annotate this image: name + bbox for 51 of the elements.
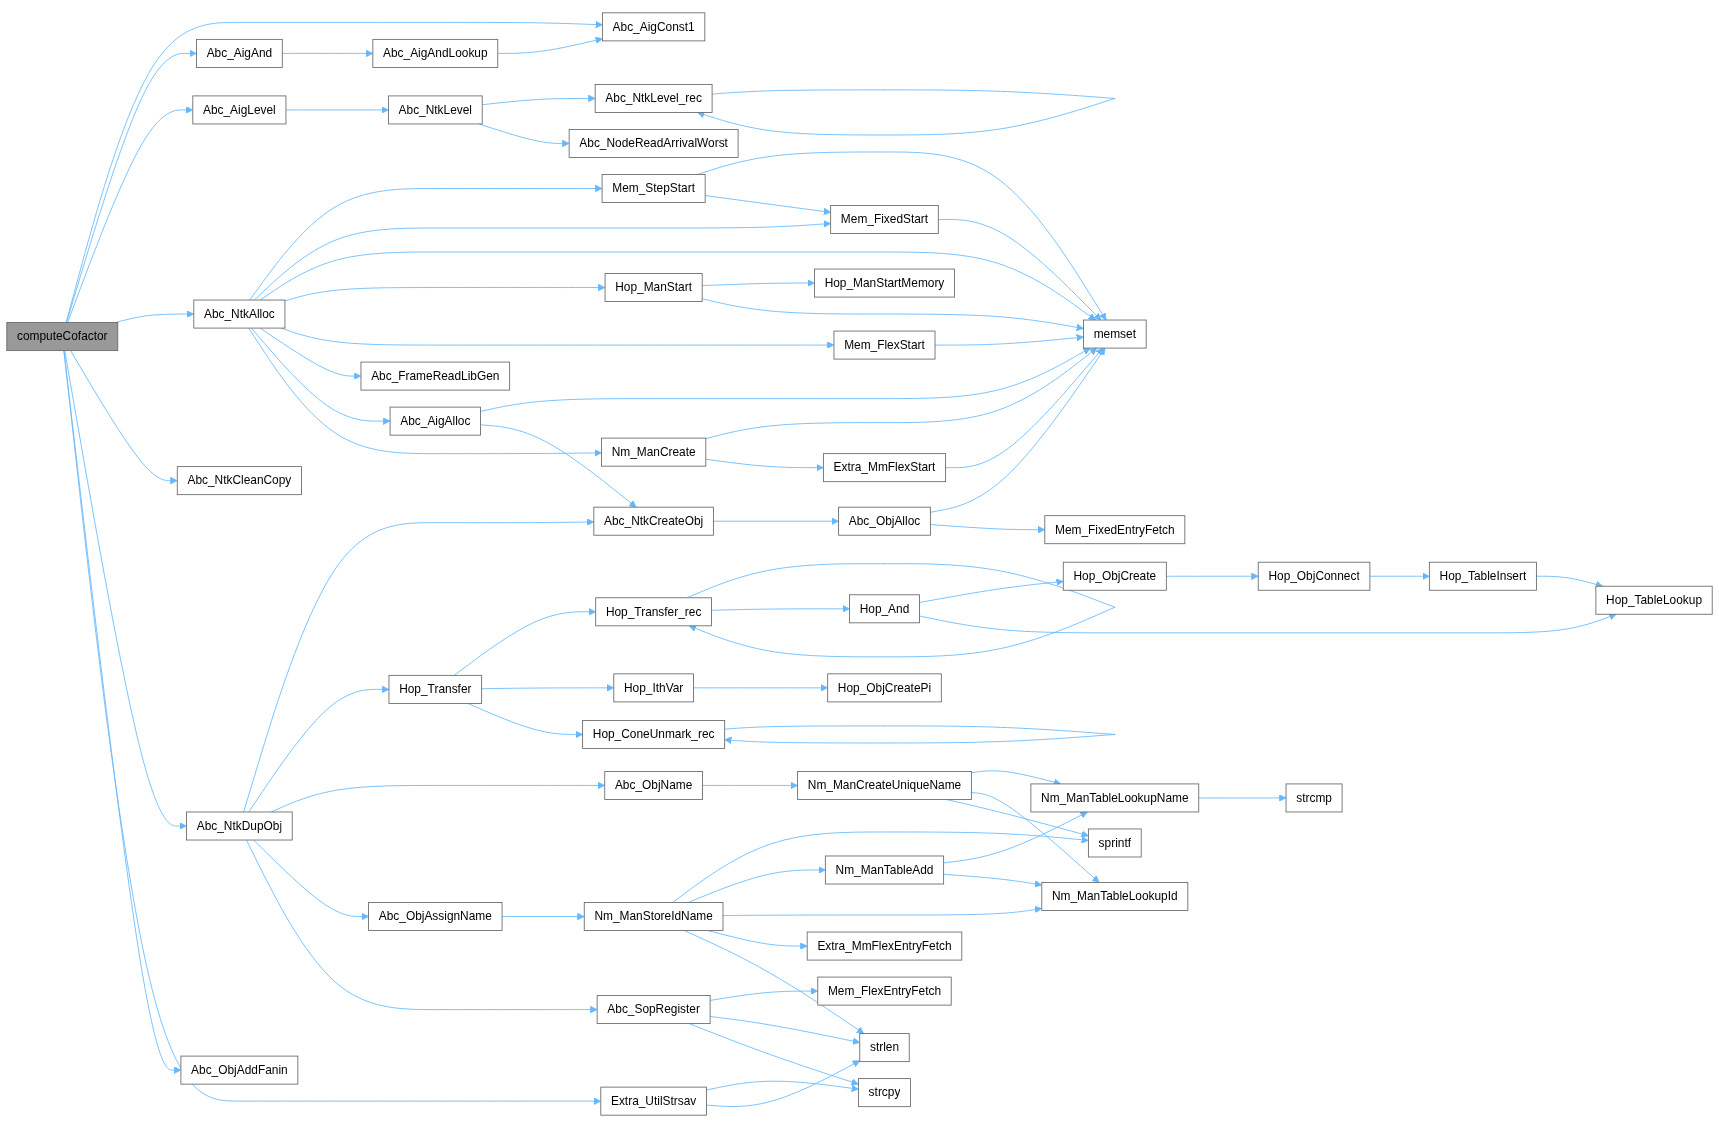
node-box: Abc_AigConst1 xyxy=(602,12,706,42)
node-box: Extra_UtilStrsav xyxy=(600,1086,707,1116)
node-box: Hop_ManStart xyxy=(604,273,703,302)
node-box: Nm_ManTableAdd xyxy=(824,855,945,885)
node-box: Nm_ManCreateUniqueName xyxy=(797,771,972,800)
node-box: Hop_ObjConnect xyxy=(1257,561,1371,591)
node-box: Abc_ObjAssignName xyxy=(368,902,503,931)
node-box: Nm_ManTableLookupName xyxy=(1030,783,1200,813)
node-box: Mem_FlexStart xyxy=(833,330,936,360)
node-box: Abc_SopRegister xyxy=(596,995,711,1025)
node-box: strlen xyxy=(859,1033,910,1063)
node-box: Abc_NtkLevel xyxy=(388,95,483,125)
node-box: Nm_ManCreate xyxy=(601,437,707,467)
node-box: Abc_NtkCreateObj xyxy=(593,506,714,536)
node-box: Abc_ObjAlloc xyxy=(838,506,931,536)
node-box: Abc_AigAnd xyxy=(196,38,283,68)
node-box: Hop_TableLookup xyxy=(1595,585,1713,615)
node-box: memset xyxy=(1083,319,1147,349)
node-box: Abc_NtkCleanCopy xyxy=(176,466,302,496)
node-box: Mem_FixedStart xyxy=(830,205,939,234)
node-box: computeCofactor xyxy=(6,322,119,352)
node-box: Mem_FixedEntryFetch xyxy=(1044,515,1186,545)
node-box: Nm_ManTableLookupId xyxy=(1041,882,1189,911)
node-box: strcpy xyxy=(858,1078,911,1108)
node-box: Abc_AigLevel xyxy=(192,95,287,125)
node-box: Hop_TableInsert xyxy=(1428,561,1537,591)
node-box: Abc_NtkLevel_rec xyxy=(594,84,713,113)
node-box: Abc_ObjName xyxy=(604,771,703,800)
node-box: Extra_MmFlexEntryFetch xyxy=(806,931,963,961)
node-box: Abc_ObjAddFanin xyxy=(180,1055,299,1085)
node-box: Hop_Transfer_rec xyxy=(595,597,712,627)
node-box: Hop_And xyxy=(849,594,920,624)
node-box: Hop_ManStartMemory xyxy=(814,268,955,298)
node-box: Nm_ManStoreIdName xyxy=(583,902,724,931)
node-box: Hop_ObjCreatePi xyxy=(827,673,942,703)
node-box: Abc_AigAlloc xyxy=(389,406,481,436)
node-box: Abc_FrameReadLibGen xyxy=(360,361,511,391)
node-box: Mem_FlexEntryFetch xyxy=(817,976,952,1006)
node-box: sprintf xyxy=(1088,828,1142,858)
arrow xyxy=(724,725,1116,744)
node-box: Abc_NtkDupObj xyxy=(186,811,293,841)
node-box: Hop_ObjCreate xyxy=(1062,561,1167,591)
node-box: Hop_Transfer xyxy=(388,674,483,704)
node-box: Hop_ConeUnmark_rec xyxy=(582,720,726,749)
node-box: Extra_MmFlexStart xyxy=(822,453,946,483)
node-box: Abc_NtkAlloc xyxy=(193,299,286,329)
node-box: strcmp xyxy=(1285,783,1343,813)
node-box: Abc_AigAndLookup xyxy=(372,38,499,68)
node-box: Abc_NodeReadArrivalWorst xyxy=(568,129,739,158)
node-box: Mem_StepStart xyxy=(601,174,706,203)
node-box: Hop_IthVar xyxy=(613,673,694,703)
